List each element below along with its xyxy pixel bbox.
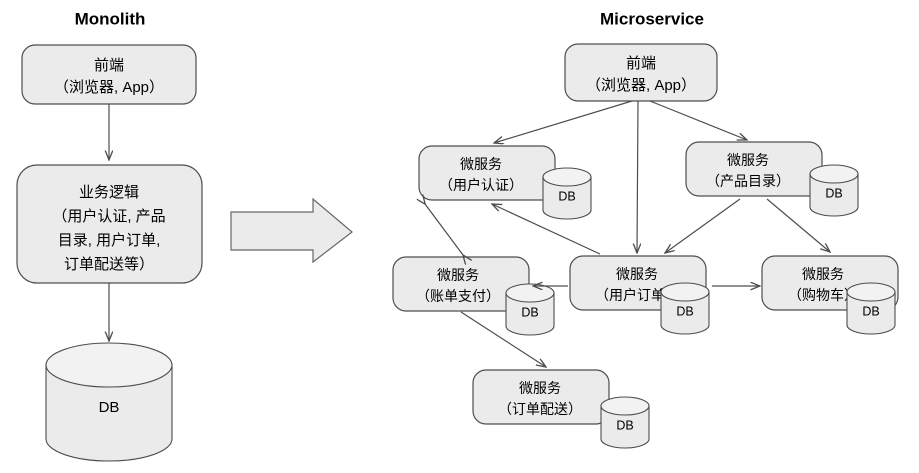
service-user-auth-node: 微服务 （用户认证） [418,145,556,201]
service-user-order-database: DB [660,282,710,335]
business-logic-line3: 目录, 用户订单, [58,232,161,249]
billing-payment-db-label: DB [521,305,538,319]
service-user-auth-line1: 微服务 [460,156,502,172]
service-shopping-cart-line2: （购物车） [788,287,858,303]
user-auth-db-body [542,176,592,220]
order-delivery-db-body [600,405,650,449]
monolith-frontend-node: 前端 （浏览器, App） [21,44,197,105]
product-catalog-db-label: DB [825,186,842,200]
business-logic-line2: （用户认证, 产品 [52,208,165,225]
microservice-frontend-line2: （浏览器, App） [586,77,696,94]
transition-right-arrow-icon [230,197,353,264]
service-billing-payment-database: DB [505,283,555,336]
business-logic-line1: 业务逻辑 [79,184,139,201]
service-order-delivery-database: DB [600,396,650,449]
service-user-order-line2: （用户订单） [595,287,679,303]
service-shopping-cart-database: DB [846,282,896,335]
monolith-title: Monolith [75,9,146,28]
service-billing-payment-line2: （账单支付） [416,288,500,304]
user-order-db-label: DB [676,304,693,318]
billing-payment-db-top [505,283,555,303]
edge-product-catalog-to-user-order [665,198,741,253]
business-logic-line4: 订单配送等） [64,255,154,273]
billing-payment-db-body [505,292,555,336]
shopping-cart-db-body [846,291,896,335]
product-catalog-db-top [809,164,859,184]
service-order-delivery-box [472,369,610,425]
edge-frontend-to-user-order [637,100,638,253]
product-catalog-db-body [809,173,859,217]
microservice-title: Microservice [600,9,704,28]
microservice-frontend-line1: 前端 [626,55,656,72]
service-user-auth-database: DB [542,167,592,220]
microservice-frontend-node: 前端 （浏览器, App） [564,43,718,102]
service-product-catalog-node: 微服务 （产品目录） [685,141,823,197]
service-user-auth-line2: （用户认证） [439,177,523,193]
order-delivery-db-top [600,396,650,416]
user-order-db-body [660,291,710,335]
user-auth-db-top [542,167,592,187]
edge-user-order-to-user-auth [492,204,601,255]
monolith-db-body [45,364,173,462]
service-shopping-cart-line1: 微服务 [802,266,844,282]
microservice-frontend-box [564,43,718,102]
service-user-order-line1: 微服务 [616,266,658,282]
service-order-delivery-line1: 微服务 [519,380,561,396]
monolith-business-logic-node: 业务逻辑 （用户认证, 产品 目录, 用户订单, 订单配送等） [16,164,203,284]
service-product-catalog-database: DB [809,164,859,217]
order-delivery-db-label: DB [616,418,633,432]
service-billing-payment-line1: 微服务 [437,267,479,283]
service-billing-payment-node: 微服务 （账单支付） [392,256,530,312]
monolith-frontend-line1: 前端 [94,57,124,74]
user-auth-db-label: DB [558,189,575,203]
monolith-db-label: DB [99,399,120,416]
service-order-delivery-line2: （订单配送） [498,401,582,417]
service-product-catalog-line1: 微服务 [727,152,769,168]
edge-frontend-to-product-catalog [649,100,747,140]
edge-user-auth-billing-bidirectional [425,204,463,255]
edge-product-catalog-to-shopping-cart [766,198,830,252]
edge-billing-to-order-delivery [460,311,546,367]
monolith-db-top [45,342,173,388]
service-product-catalog-line2: （产品目录） [706,173,790,189]
service-order-delivery-node: 微服务 （订单配送） [472,369,610,425]
shopping-cart-db-top [846,282,896,302]
user-order-db-top [660,282,710,302]
monolith-database: DB [45,342,173,462]
monolith-frontend-line2: （浏览器, App） [54,79,164,96]
shopping-cart-db-label: DB [862,304,879,318]
edge-frontend-to-user-auth [494,100,633,143]
